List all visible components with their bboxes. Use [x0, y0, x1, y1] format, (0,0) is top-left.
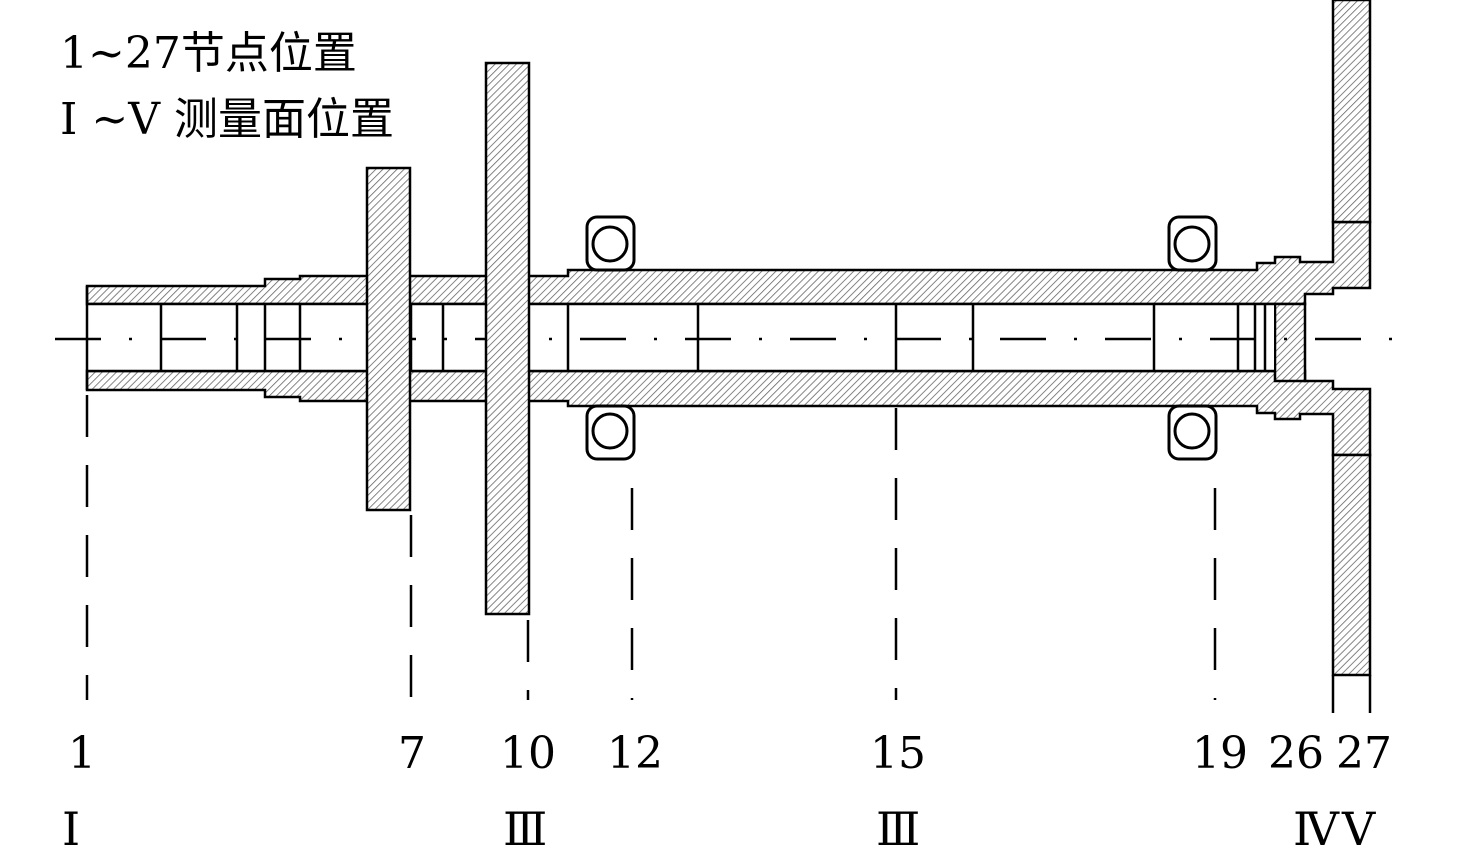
disk-large	[484, 61, 531, 616]
node-leaders	[85, 395, 1217, 700]
node-label-12: 12	[607, 728, 663, 779]
node-label-26: 26	[1268, 728, 1324, 779]
node-label-27: 27	[1336, 728, 1392, 779]
plane-label-III-b: Ⅲ	[876, 802, 920, 856]
flange-upper	[1331, 0, 1372, 224]
shaft-end-hub	[1273, 302, 1307, 383]
plane-label-III-a: Ⅲ	[503, 802, 547, 856]
bearing-right-top	[1167, 215, 1218, 272]
shaft-bore	[88, 305, 1274, 370]
bearing-left-top	[585, 215, 636, 272]
node-label-7: 7	[398, 728, 426, 779]
legend-plane-positions: I ~V 测量面位置	[60, 94, 394, 145]
flange-lower	[1331, 453, 1372, 677]
disk-small	[365, 166, 412, 512]
plane-label-I: I	[62, 802, 80, 856]
plane-label-IV: Ⅳ	[1293, 802, 1340, 856]
node-label-19: 19	[1192, 728, 1248, 779]
node-label-10: 10	[500, 728, 556, 779]
bearing-left-bottom	[585, 404, 636, 461]
node-label-15: 15	[870, 728, 926, 779]
bearing-right-bottom	[1167, 404, 1218, 461]
legend-node-positions: 1~27节点位置	[60, 28, 357, 79]
plane-label-V: V	[1341, 802, 1376, 856]
node-label-1: 1	[68, 728, 96, 779]
